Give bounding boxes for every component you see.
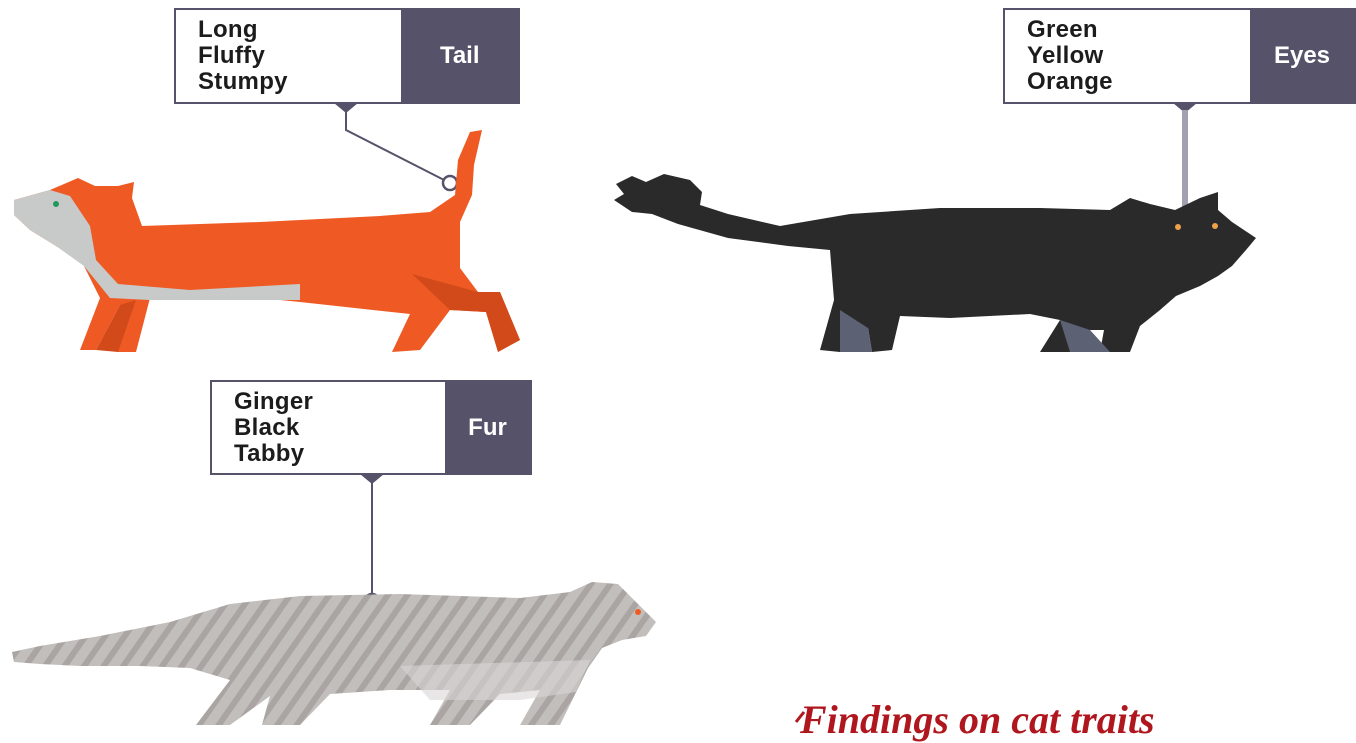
fur-connector bbox=[360, 474, 384, 608]
eyes-option-orange: Orange bbox=[1027, 69, 1232, 95]
fur-option-black: Black bbox=[234, 415, 427, 441]
eyes-option-yellow: Yellow bbox=[1027, 43, 1232, 69]
tail-option-long: Long bbox=[198, 17, 383, 43]
tabby-cat bbox=[12, 582, 656, 725]
tail-options: Long Fluffy Stumpy bbox=[176, 10, 401, 102]
eyes-label-box: Green Yellow Orange Eyes bbox=[1003, 8, 1356, 104]
eyes-option-green: Green bbox=[1027, 17, 1232, 43]
fur-trait-label: Fur bbox=[445, 382, 530, 473]
tail-trait-label: Tail bbox=[401, 10, 518, 102]
eyes-options: Green Yellow Orange bbox=[1005, 10, 1250, 102]
fur-label-box: Ginger Black Tabby Fur bbox=[210, 380, 532, 475]
tail-label-box: Long Fluffy Stumpy Tail bbox=[174, 8, 520, 104]
black-cat bbox=[614, 174, 1256, 352]
tail-connector bbox=[334, 103, 457, 190]
cat-illustrations bbox=[0, 0, 1356, 725]
tail-option-fluffy: Fluffy bbox=[198, 43, 383, 69]
fur-options: Ginger Black Tabby bbox=[212, 382, 445, 473]
footer-caption: Findings on cat traits bbox=[800, 696, 1155, 743]
tail-option-stumpy: Stumpy bbox=[198, 69, 383, 95]
fur-option-ginger: Ginger bbox=[234, 389, 427, 415]
ginger-cat bbox=[14, 130, 520, 352]
fur-option-tabby: Tabby bbox=[234, 441, 427, 467]
eyes-trait-label: Eyes bbox=[1250, 10, 1354, 102]
